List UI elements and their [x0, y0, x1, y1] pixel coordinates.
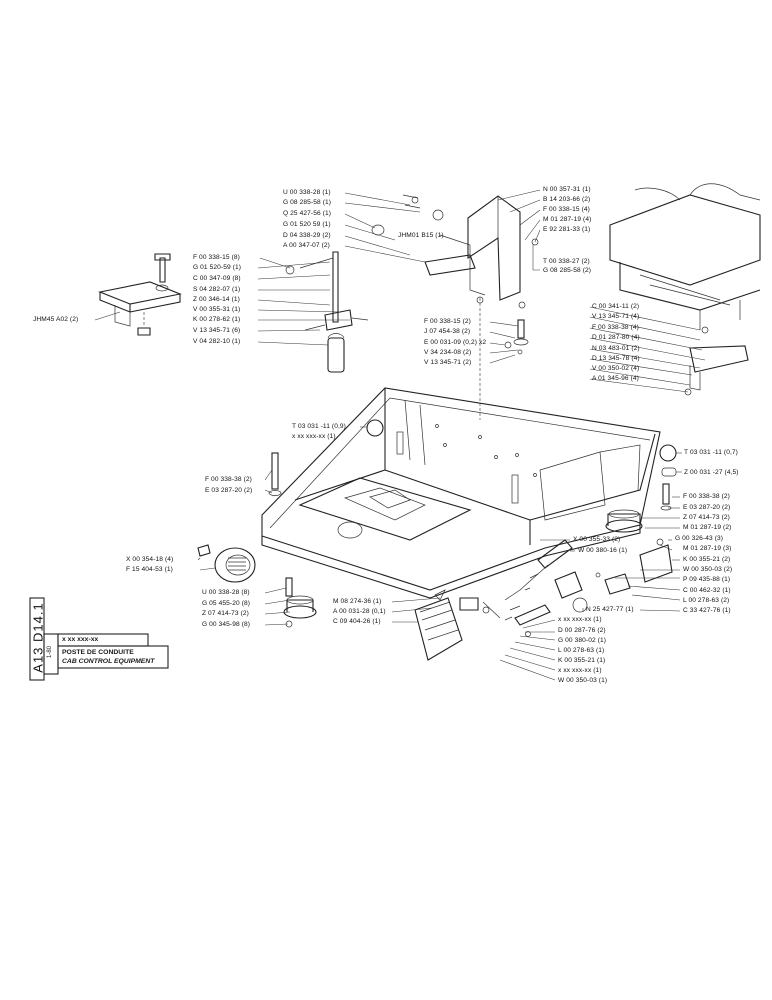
- callout-label: K 00 278-62 (1): [193, 316, 241, 323]
- callout-label: A 00 347-07 (2): [283, 242, 330, 249]
- callout-label: F 00 338-38 (2): [683, 493, 730, 500]
- callout-label: JHM01 B15 (1): [398, 232, 444, 239]
- callout-label: G 05 455-20 (8): [202, 600, 251, 607]
- callout-label: K 00 355-21 (2): [683, 556, 731, 563]
- callout-label: V 34 234-08 (2): [424, 349, 472, 356]
- title-block-frame: [29, 597, 169, 681]
- callout-label: Q 25 427-56 (1): [283, 210, 332, 217]
- callout-label: X 00 354-18 (4): [126, 556, 174, 563]
- callout-label: M 01 287-19 (3): [683, 545, 732, 552]
- left-support-clamp: [98, 253, 182, 336]
- callout-label: F 00 338-38 (4): [592, 324, 639, 331]
- callout-label: D 13 345-78 (4): [592, 355, 640, 362]
- throttle-lever-assembly: [285, 251, 369, 373]
- callout-label: G 00 380-02 (1): [558, 637, 607, 644]
- callout-label: C 00 347-09 (8): [193, 275, 241, 282]
- callout-label: T 00 338-27 (2): [543, 258, 590, 265]
- callout-label: M 01 287-19 (2): [683, 524, 732, 531]
- callout-label: U 00 338-28 (8): [202, 589, 250, 596]
- callout-label: W 00 350-03 (2): [683, 566, 733, 573]
- cab-floor-plate: [261, 387, 661, 599]
- callout-label: D 01 287-80 (4): [592, 334, 640, 341]
- callout-label: C 33 427-76 (1): [683, 607, 731, 614]
- callout-label: K 00 355-21 (1): [558, 657, 606, 664]
- callout-label: G 00 345-98 (8): [202, 621, 251, 628]
- callout-label: C 00 462-32 (1): [683, 587, 731, 594]
- callout-label: L 00 278-63 (1): [558, 647, 605, 654]
- callout-label: F 00 338-15 (8): [193, 254, 240, 261]
- steering-column-bracket: [371, 194, 539, 420]
- callout-label: D 00 287-76 (2): [558, 627, 606, 634]
- callout-label: x xx xxx-xx (1): [292, 433, 336, 440]
- callout-label: E 03 287-20 (2): [683, 504, 731, 511]
- callout-label: V 04 282-10 (1): [193, 338, 241, 345]
- rubber-mount-front-left: [283, 577, 317, 628]
- callout-label: F 15 404-53 (1): [126, 566, 173, 573]
- callout-label: x xx xxx-xx (1): [558, 667, 602, 674]
- callout-label: V 13 345-71 (2): [424, 359, 472, 366]
- callout-label: V 00 350-02 (4): [592, 365, 640, 372]
- callout-label: G 08 285-58 (2): [543, 267, 592, 274]
- callout-label: G 00 326-43 (3): [675, 535, 724, 542]
- document-reference: x xx xxx-xx: [62, 636, 99, 643]
- callout-label: JHM45 A02 (2): [33, 316, 79, 323]
- callout-label: x xx xxx-xx (1): [558, 616, 602, 623]
- control-linkage: [504, 538, 673, 637]
- callout-label: Z 07 414-73 (2): [683, 514, 730, 521]
- callout-label: M 08 274-36 (1): [333, 598, 382, 605]
- callout-label: N 03 483-01 (2): [592, 345, 640, 352]
- callout-label: T 03 031 -11 (0,7): [684, 449, 738, 456]
- callout-label: G 08 285-58 (1): [283, 199, 332, 206]
- leader-lines: [94, 189, 706, 681]
- callout-label: B 14 203-66 (2): [543, 196, 591, 203]
- callout-label: V 00 355-31 (1): [193, 306, 241, 313]
- callout-label: E 03 287-20 (2): [205, 487, 253, 494]
- callout-label: E 00 031-09 (0,2) x2: [424, 339, 487, 346]
- callout-label: C 00 341-11 (2): [592, 303, 640, 310]
- callout-label: F 00 338-15 (2): [424, 318, 471, 325]
- title-english: CAB CONTROL EQUIPMENT: [62, 658, 155, 665]
- callout-label: G 01 520 59 (1): [283, 221, 331, 228]
- callout-label: L 00 278-63 (2): [683, 597, 730, 604]
- callout-label: X 00 355-33 (2): [573, 536, 621, 543]
- fastener-details: [268, 319, 677, 601]
- callout-label: V 13 345-71 (6): [193, 327, 241, 334]
- callout-label: W 00 350-03 (1): [558, 677, 608, 684]
- callout-label: Z 07 414-73 (2): [202, 610, 249, 617]
- callout-label: M 01 287-19 (4): [543, 216, 592, 223]
- callout-label: V 13 345-71 (4): [592, 313, 640, 320]
- callout-label: T 03 031 -11 (0,9): [292, 423, 346, 430]
- callout-label: N 25 427-77 (1): [586, 606, 634, 613]
- callout-label: A 01 345-96 (4): [592, 375, 639, 382]
- callout-label: U 00 338-28 (1): [283, 189, 331, 196]
- title-french: POSTE DE CONDUITE: [62, 649, 134, 656]
- callout-label: Z 00 346-14 (1): [193, 296, 240, 303]
- ventilation-grille: [197, 544, 256, 583]
- callout-label: F 00 338-15 (4): [543, 206, 590, 213]
- callout-label: N 00 357-31 (1): [543, 186, 591, 193]
- callout-label: F 00 338-38 (2): [205, 476, 252, 483]
- document-date: 1-80: [47, 645, 54, 659]
- callout-label: W 00 380-16 (1): [578, 547, 628, 554]
- callout-label: P 09 435-88 (1): [683, 576, 731, 583]
- callout-label: E 92 281-33 (1): [543, 226, 591, 233]
- operator-seat: [609, 183, 761, 396]
- callout-label: A 00 031-28 (0,1): [333, 608, 386, 615]
- pedal-boot: [414, 597, 501, 661]
- callout-label: Z 00 031 -27 (4,5): [684, 469, 739, 476]
- callout-label: G 01 520-59 (1): [193, 264, 242, 271]
- callout-label: D 04 338-29 (2): [283, 232, 331, 239]
- document-code: A13 D14.1: [30, 598, 46, 680]
- callout-label: J 07 454-38 (2): [424, 328, 471, 335]
- callout-label: C 09 404-26 (1): [333, 618, 381, 625]
- document-code-text: A13 D14.1: [30, 602, 46, 673]
- callout-label: S 04 282-07 (1): [193, 286, 241, 293]
